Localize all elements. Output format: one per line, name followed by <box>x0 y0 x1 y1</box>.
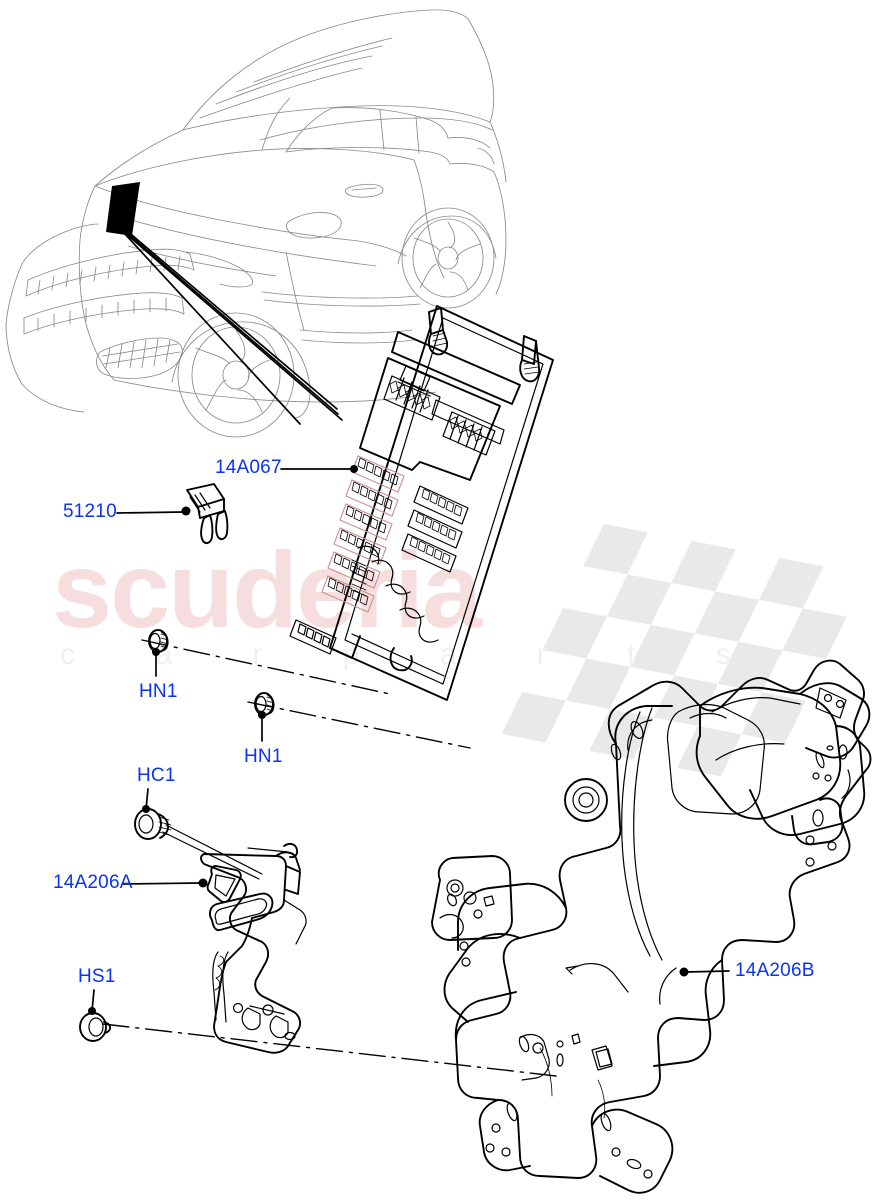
callout-label-14a206a[interactable]: 14A206A <box>53 872 133 893</box>
vehicle-illustration <box>5 9 507 438</box>
callout-label-hn1-upper[interactable]: HN1 <box>139 681 178 702</box>
bracket-14A206B <box>431 659 872 1194</box>
fastener-hs1 <box>79 989 112 1042</box>
leader-51210 <box>116 511 184 514</box>
marker-leader-lines <box>123 229 343 425</box>
fuse-part <box>181 483 229 545</box>
assembly-axis-mid <box>247 701 471 749</box>
assembly-axis-lower <box>102 1023 557 1077</box>
fastener-hn1-lower <box>254 692 275 742</box>
watermark-tagline: c a r p a r t s <box>60 638 767 671</box>
callout-label-51210[interactable]: 51210 <box>63 501 117 522</box>
assembly-axis-upper <box>141 639 391 695</box>
fastener-hc1 <box>134 788 263 880</box>
callout-leaders <box>116 465 730 977</box>
leader-14A206A <box>121 882 201 885</box>
location-marker <box>106 182 140 236</box>
fastener-hn1-upper <box>148 629 169 677</box>
callout-label-hn1-lower[interactable]: HN1 <box>244 746 283 767</box>
callout-label-hs1[interactable]: HS1 <box>78 966 116 987</box>
leader-14A206B <box>685 970 730 973</box>
fuse-box-assembly <box>289 305 554 701</box>
callout-label-14a206b[interactable]: 14A206B <box>735 960 815 981</box>
bracket-14A206A <box>200 842 307 1054</box>
callout-label-14a067[interactable]: 14A067 <box>215 457 282 478</box>
callout-label-hc1[interactable]: HC1 <box>137 765 176 786</box>
